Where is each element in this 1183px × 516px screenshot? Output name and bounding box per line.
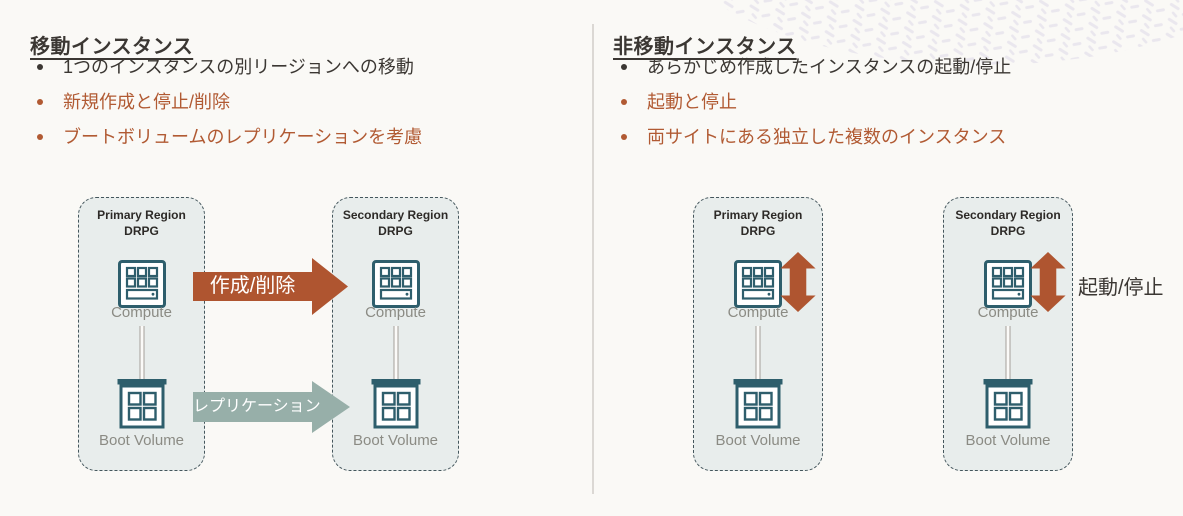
connector-line: [139, 326, 144, 380]
boot-volume-label: Boot Volume: [98, 432, 185, 449]
boot-volume-icon: [733, 379, 783, 429]
region-title-line1: Primary Region: [97, 208, 186, 222]
bullet-item: 両サイトにある独立した複数のインスタンス: [620, 126, 1011, 148]
bullet-dot: [621, 99, 627, 105]
bullet-text: 新規作成と停止/削除: [63, 92, 231, 112]
bullet-dot: [621, 134, 627, 140]
boot-volume-label: Boot Volume: [715, 432, 801, 449]
replication-arrow: [193, 381, 350, 433]
region-box-primary: Primary Region DRPG Compute: [693, 197, 823, 471]
compute-icon: [984, 260, 1032, 308]
boot-volume-label: Boot Volume: [352, 432, 439, 449]
start-stop-arrow: [1030, 252, 1066, 312]
region-title-line2: DRPG: [378, 224, 413, 238]
bullet-text: 1つのインスタンスの別リージョンへの移動: [63, 57, 414, 77]
bullet-text: 両サイトにある独立した複数のインスタンス: [647, 127, 1007, 147]
bullet-dot: [621, 64, 627, 70]
compute-label: Compute: [111, 304, 172, 321]
boot-volume-icon: [371, 379, 420, 429]
bullet-dot: [37, 134, 43, 140]
create-delete-arrow-label: 作成/削除: [209, 275, 296, 297]
section-title-nonmovable: 非移動インスタンス: [613, 35, 797, 58]
bullet-text: あらかじめ作成したインスタンスの起動/停止: [647, 57, 1012, 77]
region-title-line2: DRPG: [990, 224, 1026, 238]
connector-line: [755, 326, 761, 380]
bullet-item: あらかじめ作成したインスタンスの起動/停止: [620, 56, 1011, 78]
bullet-item: 1つのインスタンスの別リージョンへの移動: [36, 56, 422, 78]
bullet-item: 新規作成と停止/削除: [36, 91, 422, 113]
compute-label: Compute: [727, 304, 789, 321]
boot-volume-icon: [117, 379, 166, 429]
bullet-text: 起動と停止: [647, 92, 737, 112]
region-box-primary: Primary Region DRPG Compute: [78, 197, 205, 471]
region-title-line2: DRPG: [124, 224, 159, 238]
bullet-list-nonmovable: あらかじめ作成したインスタンスの起動/停止 起動と停止 両サイトにある独立した複…: [620, 56, 1011, 161]
region-title-line2: DRPG: [740, 224, 776, 238]
start-stop-arrow: [780, 252, 816, 312]
compute-icon: [371, 260, 420, 308]
region-title-line1: Primary Region: [713, 208, 803, 222]
compute-icon: [117, 260, 166, 308]
region-box-secondary: Secondary Region DRPG Compute: [332, 197, 459, 471]
replication-arrow-label: レプリケーション: [193, 398, 321, 415]
bullet-item: ブートボリュームのレプリケーションを考慮: [36, 126, 422, 148]
region-box-secondary: Secondary Region DRPG Compute: [943, 197, 1073, 471]
vertical-divider: [592, 24, 594, 494]
region-title-line1: Secondary Region: [955, 208, 1061, 222]
bullet-text: ブートボリュームのレプリケーションを考慮: [63, 127, 423, 147]
section-title-movable: 移動インスタンス: [30, 35, 194, 58]
boot-volume-icon: [983, 379, 1033, 429]
start-stop-label: 起動/停止: [1078, 277, 1164, 299]
region-title: Primary Region DRPG: [694, 207, 822, 239]
boot-volume-label: Boot Volume: [965, 432, 1051, 449]
bullet-dot: [37, 99, 43, 105]
compute-icon: [734, 260, 782, 308]
compute-label: Compute: [977, 304, 1039, 321]
bullet-item: 起動と停止: [620, 91, 1011, 113]
create-delete-arrow: [193, 258, 348, 315]
bullet-list-movable: 1つのインスタンスの別リージョンへの移動 新規作成と停止/削除 ブートボリューム…: [36, 56, 422, 161]
bullet-dot: [37, 64, 43, 70]
connector-line: [393, 326, 398, 380]
region-title: Secondary Region DRPG: [333, 207, 458, 239]
connector-line: [1005, 326, 1011, 380]
region-title: Secondary Region DRPG: [944, 207, 1072, 239]
region-title: Primary Region DRPG: [79, 207, 204, 239]
region-title-line1: Secondary Region: [342, 208, 449, 222]
compute-label: Compute: [365, 304, 426, 321]
